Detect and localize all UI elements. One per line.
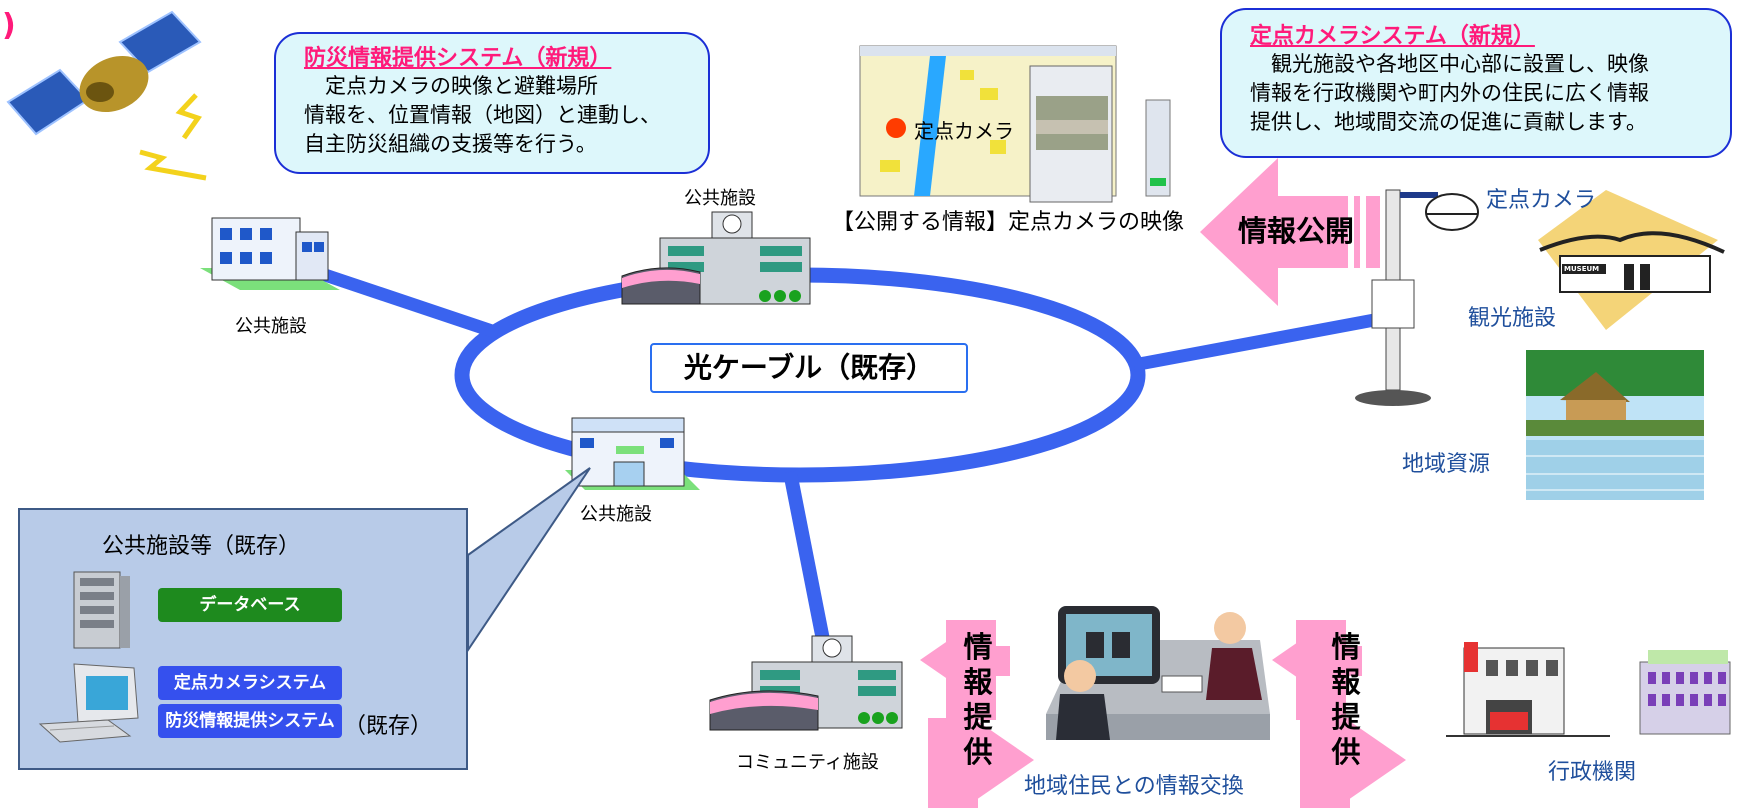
info-provide-label-right: 情 報 提 供 <box>1331 630 1361 769</box>
admin-building-icon <box>1446 642 1610 737</box>
public-facility-label-center: 公共施設 <box>580 504 652 525</box>
satellite-icon <box>6 10 207 181</box>
existing-systems-panel: 公共施設等（既存） データベース 定点カメラシステム 防災情報提供システム （既… <box>18 508 468 770</box>
museum-sign: MUSEUM <box>1564 265 1600 273</box>
existing-label: （既存） <box>344 714 433 739</box>
regional-resource-image <box>1526 350 1704 500</box>
info-provide-arrows-left <box>920 620 1034 808</box>
satellite-paren: ) <box>2 8 16 43</box>
disaster-system-title: 防災情報提供システム（新規） <box>304 46 612 71</box>
public-facility-building-3 <box>565 417 700 490</box>
public-info-caption: 【公開する情報】定点カメラの映像 <box>832 210 1185 235</box>
regional-resource-label: 地域資源 <box>1402 452 1491 477</box>
camera-system-title: 定点カメラシステム（新規） <box>1250 24 1535 49</box>
panel-title: 公共施設等（既存） <box>102 534 301 559</box>
disaster-system-callout: 防災情報提供システム（新規） 定点カメラの映像と避難場所 情報を、位置情報（地図… <box>274 32 710 174</box>
panel-pointer <box>467 467 591 654</box>
camera-pole-icon <box>1355 189 1479 406</box>
community-facility-label: コミュニティ施設 <box>736 752 879 773</box>
public-facility-building-1 <box>200 217 340 290</box>
admin-label: 行政機関 <box>1548 760 1637 785</box>
database-button: データベース <box>158 588 342 622</box>
map-screenshot <box>859 45 1171 203</box>
office-building-icon <box>1639 650 1731 735</box>
info-publish-label: 情報公開 <box>1238 214 1355 248</box>
public-facility-label-left: 公共施設 <box>235 316 307 337</box>
camera-system-body: 観光施設や各地区中心部に設置し、映像 情報を行政機関や町内外の住民に広く情報 提… <box>1250 52 1649 134</box>
fiber-cable-label: 光ケーブル（既存） <box>650 343 968 393</box>
disaster-system-body: 定点カメラの映像と避難場所 情報を、位置情報（地図）と連動し、 自主防災組織の支… <box>304 74 661 156</box>
camera-system-button: 定点カメラシステム <box>158 666 342 700</box>
info-provide-label-left: 情 報 提 供 <box>963 630 993 769</box>
server-icon <box>73 571 130 649</box>
public-facility-building-2 <box>621 211 811 305</box>
fixed-camera-label: 定点カメラ <box>1486 188 1597 213</box>
map-camera-label: 定点カメラ <box>914 119 1014 143</box>
fiber-branch-left <box>322 268 501 340</box>
info-provide-arrows-right <box>1272 620 1406 808</box>
computer-icon <box>38 663 139 743</box>
public-facility-label-top: 公共施設 <box>684 188 756 209</box>
museum-icon <box>1538 190 1725 330</box>
video-conference-icon <box>1046 606 1270 740</box>
tourism-label: 観光施設 <box>1468 306 1557 331</box>
camera-system-callout: 定点カメラシステム（新規） 観光施設や各地区中心部に設置し、映像 情報を行政機関… <box>1220 8 1732 158</box>
exchange-label: 地域住民との情報交換 <box>1024 774 1244 799</box>
disaster-system-button: 防災情報提供システム <box>158 704 342 738</box>
fiber-branch-bottom <box>783 470 832 652</box>
community-facility-building <box>709 635 903 731</box>
info-publish-arrow <box>1200 158 1380 306</box>
fiber-branch-right <box>1132 311 1387 372</box>
